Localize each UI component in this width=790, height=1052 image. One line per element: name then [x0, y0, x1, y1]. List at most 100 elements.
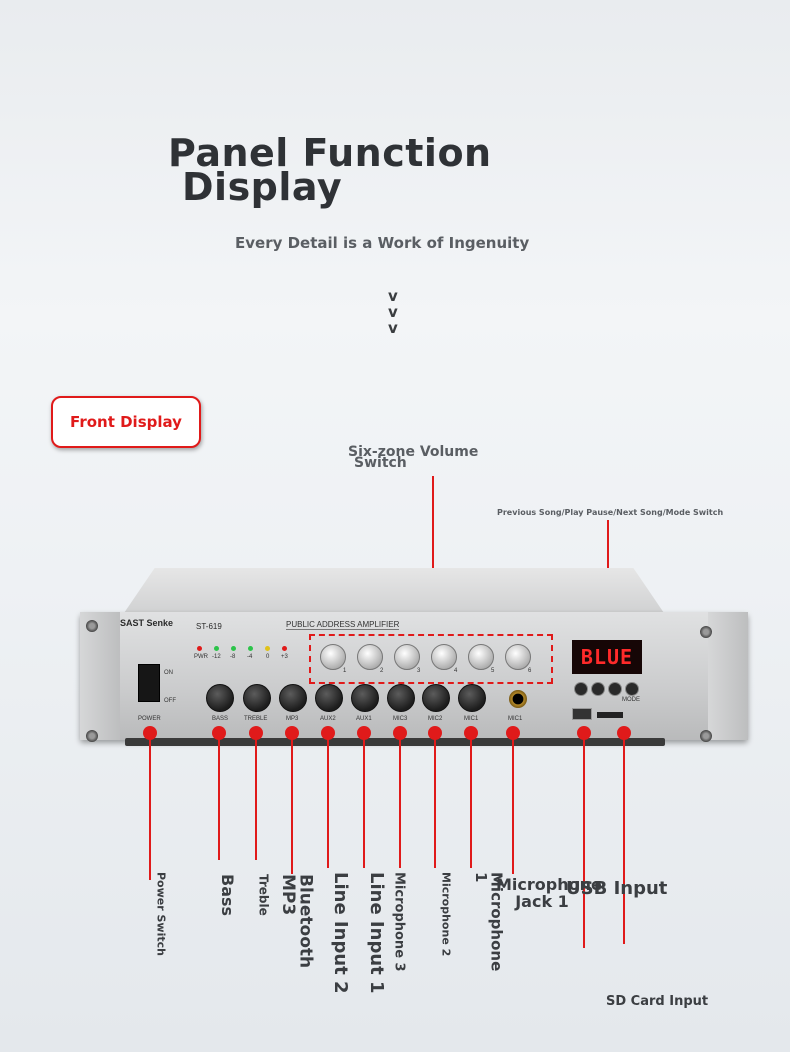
screw-icon — [700, 626, 712, 638]
next-song-button[interactable] — [608, 682, 622, 696]
treble-leader-line — [255, 734, 257, 860]
led-label: -8 — [230, 654, 236, 660]
microphone-1-label: Microphone 1 — [471, 872, 506, 972]
microphone-2-label: Microphone 2 — [439, 872, 453, 957]
led-display: BLUE — [572, 640, 642, 674]
zone-3-volume-knob[interactable] — [394, 644, 420, 670]
microphone-3-label: Microphone 3 — [391, 872, 407, 972]
power-off-label: OFF — [164, 698, 176, 704]
led-level — [265, 646, 270, 651]
treble-knob[interactable] — [243, 684, 271, 712]
led-level — [231, 646, 236, 651]
zone-2-volume-knob[interactable] — [357, 644, 383, 670]
led-level — [214, 646, 219, 651]
line-input-2-label: Line Input 2 — [329, 872, 351, 994]
zone-1-volume-knob[interactable] — [320, 644, 346, 670]
zone-5-volume-knob[interactable] — [468, 644, 494, 670]
amplifier-base — [125, 738, 665, 746]
led-label: +3 — [281, 654, 288, 660]
control-label: TREBLE — [244, 716, 268, 722]
brand-logo: SAST Senke — [120, 618, 174, 628]
mic3-knob[interactable] — [387, 684, 415, 712]
bass-label: Bass — [217, 874, 237, 917]
microphone-jack-label: Microphone Jack 1 — [496, 875, 602, 911]
treble-marker — [249, 726, 263, 740]
mic2-leader-line — [434, 734, 436, 868]
bass-leader-line — [218, 734, 220, 860]
bass-marker — [212, 726, 226, 740]
treble-label: Treble — [256, 874, 271, 916]
front-display-button[interactable]: Front Display — [51, 396, 201, 448]
screw-icon — [700, 730, 712, 742]
sd-card-input-label: SD Card Input — [606, 994, 709, 1009]
zone-number: 6 — [528, 668, 532, 674]
zone-number: 1 — [343, 668, 347, 674]
six-zone-highlight — [309, 634, 553, 684]
subtitle: Every Detail is a Work of Ingenuity — [235, 234, 530, 252]
control-label: MIC3 — [393, 716, 408, 722]
zone-number: 2 — [380, 668, 384, 674]
zone-4-volume-knob[interactable] — [431, 644, 457, 670]
previous-song-button[interactable] — [574, 682, 588, 696]
six-zone-volume-callout: Six-zone Volume Switch — [348, 444, 479, 471]
mp3-knob[interactable] — [279, 684, 307, 712]
zone-number: 5 — [491, 668, 495, 674]
sd-leader-line — [623, 734, 625, 944]
bluetooth-mp3-label: Bluetooth MP3 — [277, 874, 316, 969]
led-label: -4 — [247, 654, 253, 660]
model-number: ST-619 — [196, 622, 222, 631]
control-label: MIC2 — [428, 716, 443, 722]
mic-jack-leader-line — [512, 734, 514, 874]
aux2-knob[interactable] — [315, 684, 343, 712]
chevron-down-icon: v v v — [388, 287, 398, 337]
zone-6-volume-knob[interactable] — [505, 644, 531, 670]
aux1-marker — [357, 726, 371, 740]
mic-jack-marker — [506, 726, 520, 740]
led-label: 0 — [266, 654, 270, 660]
play-pause-button[interactable] — [591, 682, 605, 696]
usb-input-label: USB Input — [566, 878, 668, 899]
control-label: BASS — [212, 716, 229, 722]
power-leader-line — [149, 734, 151, 880]
mic2-knob[interactable] — [422, 684, 450, 712]
usb-port[interactable] — [572, 708, 592, 720]
control-label: MIC1 — [508, 716, 523, 722]
usb-marker — [577, 726, 591, 740]
title-line-2: Display — [182, 165, 343, 209]
screw-icon — [86, 620, 98, 632]
mic1-knob[interactable] — [458, 684, 486, 712]
control-label: MP3 — [286, 716, 299, 722]
aux2-marker — [321, 726, 335, 740]
mp3-leader-line — [291, 734, 293, 874]
mode-switch-button[interactable] — [625, 682, 639, 696]
led-level — [282, 646, 287, 651]
mode-label: MODE — [622, 697, 640, 703]
aux1-knob[interactable] — [351, 684, 379, 712]
power-switch[interactable] — [138, 664, 160, 702]
usb-leader-line — [583, 734, 585, 948]
led-label: PWR — [194, 654, 208, 660]
zone-number: 4 — [454, 668, 458, 674]
mic3-marker — [393, 726, 407, 740]
led-label: -12 — [212, 654, 221, 660]
screw-icon — [86, 730, 98, 742]
power-on-label: ON — [164, 670, 173, 676]
title-line-1: Panel Function — [168, 131, 492, 175]
front-display-label: Front Display — [70, 413, 182, 431]
led-pwr — [197, 646, 202, 651]
aux1-leader-line — [363, 734, 365, 868]
amplifier-front-panel — [80, 612, 748, 740]
aux2-leader-line — [327, 734, 329, 868]
bass-knob[interactable] — [206, 684, 234, 712]
led-level — [248, 646, 253, 651]
control-label: POWER — [138, 716, 161, 722]
player-controls-callout: Previous Song/Play Pause/Next Song/Mode … — [497, 508, 724, 517]
sd-card-slot[interactable] — [597, 712, 623, 718]
sd-marker — [617, 726, 631, 740]
zone-number: 3 — [417, 668, 421, 674]
power-switch-label: Power Switch — [154, 872, 168, 956]
mic3-leader-line — [399, 734, 401, 868]
microphone-jack[interactable] — [509, 690, 527, 708]
mic1-marker — [464, 726, 478, 740]
panel-label: PUBLIC ADDRESS AMPLIFIER — [286, 620, 400, 630]
